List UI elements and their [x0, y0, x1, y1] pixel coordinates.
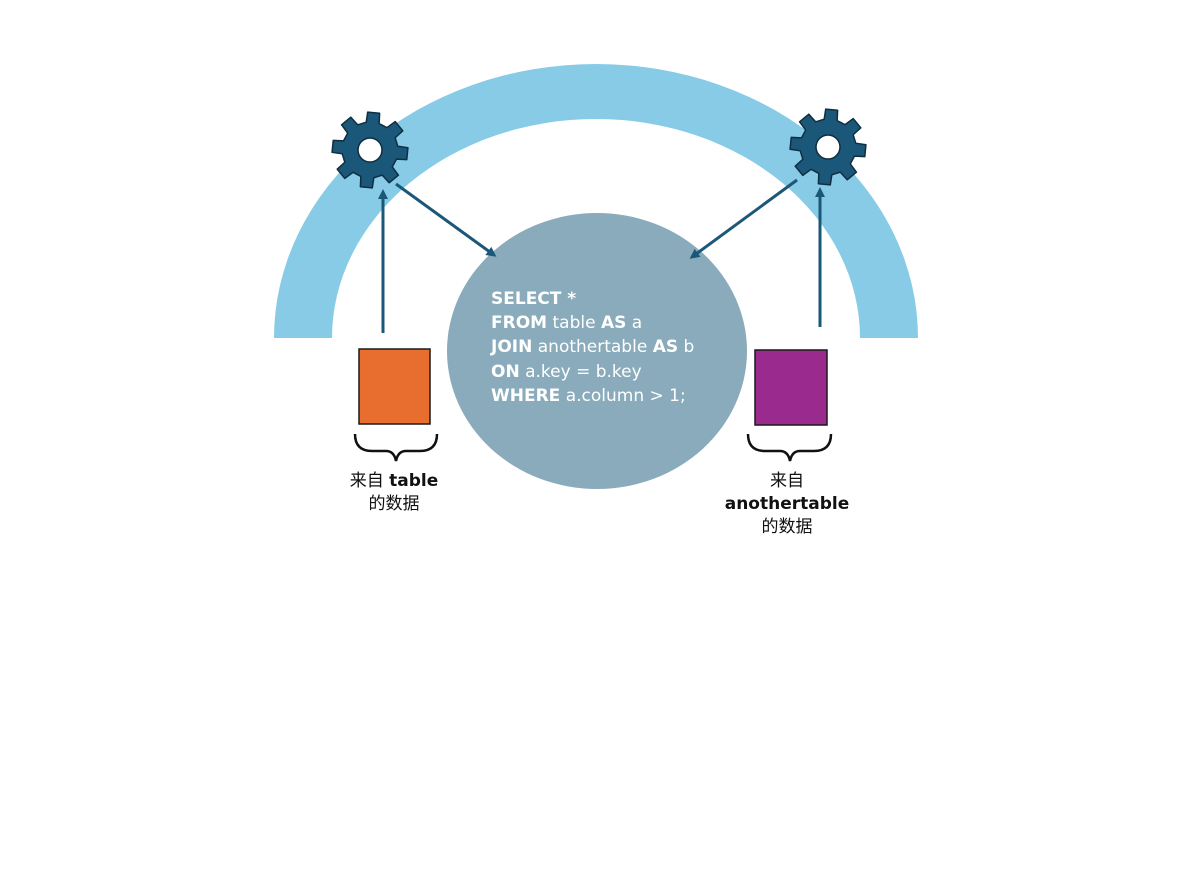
table-data-block [358, 348, 431, 425]
sql-line-2-text: table [547, 313, 601, 333]
sql-line-2-kw: FROM [491, 313, 547, 333]
table-label-suffix: 的数据 [368, 494, 420, 514]
anothertable-label-prefix: 来自 [770, 471, 804, 491]
gear-icon [331, 111, 409, 189]
table-data-label: 来自 table 的数据 [294, 470, 494, 516]
anothertable-label-name: anothertable [724, 494, 850, 514]
sql-query: SELECT * FROM table AS a JOIN anothertab… [490, 289, 700, 406]
table-brace [353, 433, 439, 462]
anothertable-data-block [754, 349, 828, 426]
sql-line-2-text2: a [626, 313, 642, 333]
sql-line-1-kw: SELECT * [491, 289, 576, 309]
sql-line-2-kw2: AS [601, 313, 626, 333]
anothertable-brace [746, 433, 833, 462]
table-label-line1: 来自 table [294, 470, 494, 493]
gear-hole [815, 134, 841, 160]
query-circle [447, 213, 747, 489]
sql-line-3-kw: JOIN [490, 337, 532, 357]
arrow-right-gear-to-query [689, 178, 798, 259]
table-label-prefix: 来自 [349, 471, 390, 491]
sql-line-3-text: anothertable [532, 337, 652, 357]
arrow-left-gear-to-query [395, 182, 497, 257]
processing-arc [274, 64, 918, 338]
sql-line-5-kw: WHERE [491, 386, 560, 406]
sql-line-5-text: a.column > 1; [560, 386, 685, 406]
anothertable-data-label: 来自 anothertable 的数据 [687, 470, 887, 539]
table-label-name: table [389, 471, 439, 491]
gear-hole [357, 137, 383, 163]
sql-line-3-text2: b [678, 337, 694, 357]
sql-line-3-kw2: AS [653, 337, 678, 357]
sql-line-4-kw: ON [491, 362, 520, 382]
gear-icon [789, 108, 867, 186]
sql-line-4-text: a.key = b.key [520, 362, 642, 382]
anothertable-label-suffix: 的数据 [761, 517, 813, 537]
